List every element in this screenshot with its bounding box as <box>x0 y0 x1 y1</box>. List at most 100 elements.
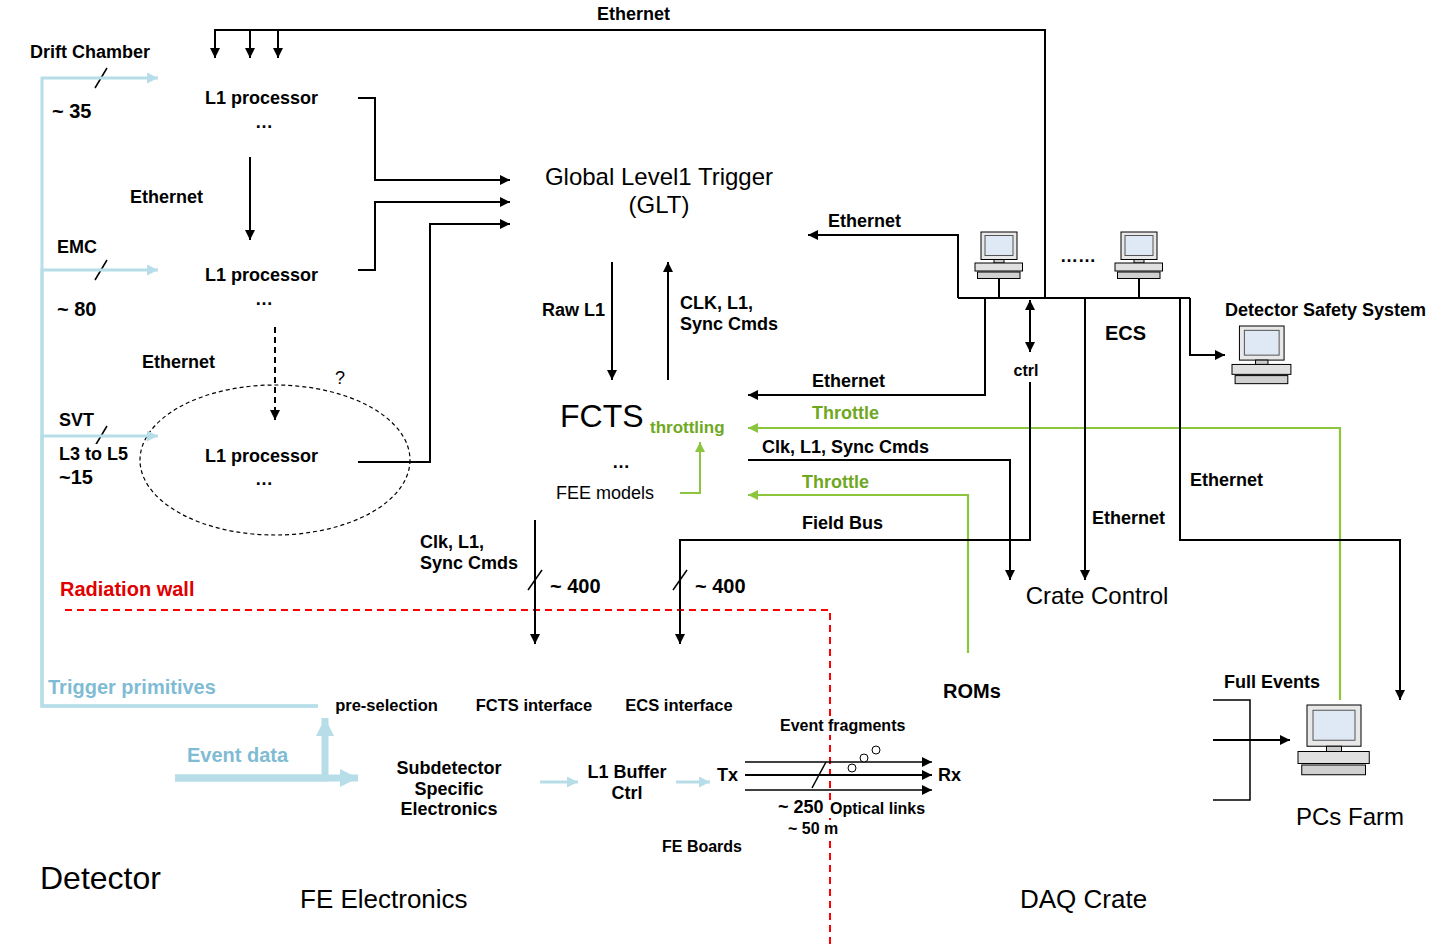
connector <box>175 718 325 778</box>
node-text: Tx <box>717 765 738 786</box>
box-outline <box>531 479 680 508</box>
module-slice <box>456 380 457 520</box>
connector-label: Ethernet <box>1090 508 1167 529</box>
box-outline <box>711 749 745 803</box>
stack-layer <box>315 659 754 855</box>
node-text: L1 Buffer Ctrl <box>581 762 673 803</box>
processor-box: L1 processor… <box>158 420 358 500</box>
box-outline <box>579 756 676 810</box>
module-slice <box>169 240 170 327</box>
connector <box>42 436 318 706</box>
trigger-box: Global Level1 Trigger (GLT) <box>510 120 808 262</box>
monitor-neck <box>1256 360 1268 364</box>
node-text: PCs Farm <box>1296 803 1404 831</box>
annotation-label: ~ 400 <box>693 575 748 598</box>
connector-label: Clk, L1, Sync Cmds <box>760 437 931 458</box>
annotation-label: ~ 35 <box>50 100 93 123</box>
group-box: FE Electronics FE Boardspre-selectionFCTS… <box>295 625 773 915</box>
connector <box>42 270 318 706</box>
connector-label: Full Events <box>1222 672 1322 693</box>
computer-node: PCs Farm <box>1290 700 1445 840</box>
computer-case <box>1232 364 1291 374</box>
detector-edge <box>33 747 165 748</box>
box-outline <box>461 694 608 718</box>
fiber-loop <box>860 754 868 762</box>
wire <box>1044 225 1046 298</box>
group-box: DAQ CrateCrate ControlROMsRx <box>915 555 1292 915</box>
connector-label: Raw L1 <box>540 300 607 321</box>
crate-control-box: Crate Control <box>977 580 1217 612</box>
module-slice <box>199 420 200 500</box>
node-text: … <box>255 469 273 490</box>
detector-stripe <box>105 748 106 816</box>
board-stack: FE Boardspre-selectionFCTS interfaceECS … <box>308 644 766 862</box>
wire <box>1138 278 1140 298</box>
connector-label: Ethernet <box>810 371 887 392</box>
screen <box>1125 236 1153 256</box>
connector <box>274 327 276 420</box>
monitor <box>981 232 1017 260</box>
connector <box>676 781 710 784</box>
node-text: ECS <box>1105 322 1146 345</box>
fcts-box: FCTSthrottling…FEE models <box>445 380 748 520</box>
connector <box>215 30 1045 225</box>
connector <box>1180 383 1400 700</box>
box-outline <box>159 241 358 327</box>
node-text: FE Electronics <box>300 885 468 915</box>
detector-stripe <box>87 748 88 816</box>
detector-ring <box>155 757 175 807</box>
node-text: L1 processor <box>205 265 318 286</box>
wire <box>998 278 1000 298</box>
connector-label: Trigger primitives <box>46 676 218 699</box>
node-text: FCTS interface <box>476 696 592 715</box>
computer-case <box>975 263 1023 271</box>
computer-case <box>1298 752 1369 764</box>
annotation-label: …… <box>1058 246 1098 267</box>
box-outline <box>978 581 1217 612</box>
module-slice <box>169 420 170 500</box>
computer-icon <box>1298 705 1369 775</box>
connector <box>249 157 251 240</box>
buffer-box: L1 Buffer Ctrl <box>578 755 676 810</box>
wire <box>680 442 700 493</box>
annotation-label: L3 to L5 <box>57 444 130 465</box>
wire <box>249 30 251 58</box>
node-text: FCTS <box>560 398 644 435</box>
ecs-bus <box>958 297 1190 299</box>
detector-stripe <box>69 748 70 816</box>
connector <box>808 234 945 236</box>
detector-ring <box>159 767 171 797</box>
wire <box>984 298 986 383</box>
connector-label: Event fragments <box>778 717 907 735</box>
connector <box>1208 354 1225 356</box>
node-text: Crate Control <box>1026 582 1169 610</box>
keyboard <box>1118 272 1161 279</box>
module-slice <box>189 420 190 500</box>
keyboard <box>978 272 1021 279</box>
screen <box>1244 330 1279 355</box>
connector <box>534 520 536 644</box>
monitor <box>1307 705 1361 746</box>
node-text: L1 processor <box>205 88 318 109</box>
electronics-box: Subdetector Specific Electronics <box>358 733 540 845</box>
stack-layer <box>321 652 760 848</box>
annotation-label: ~ 400 <box>548 575 603 598</box>
connector-label: Throttle <box>800 472 871 493</box>
node-text: Global Level1 Trigger (GLT) <box>524 163 794 218</box>
computer-icon <box>1115 232 1163 279</box>
annotation-label: ~ 80 <box>55 298 98 321</box>
computer-icon <box>1232 326 1291 384</box>
connector-label: Ethernet <box>128 187 205 208</box>
module-slice <box>504 380 505 520</box>
node-text: ECS interface <box>625 696 732 715</box>
wire <box>1179 298 1181 383</box>
node-text: Detector Safety System <box>1225 300 1426 321</box>
box-outline <box>159 59 358 157</box>
model-box: FEE models <box>530 478 680 508</box>
module-slice <box>189 240 190 327</box>
screen <box>1313 710 1355 740</box>
transmitter-box: Tx <box>710 748 745 803</box>
stack-layer <box>943 659 1208 842</box>
connector-label: Clk, L1, Sync Cmds <box>418 532 532 573</box>
detector-node: Detector <box>15 735 175 905</box>
